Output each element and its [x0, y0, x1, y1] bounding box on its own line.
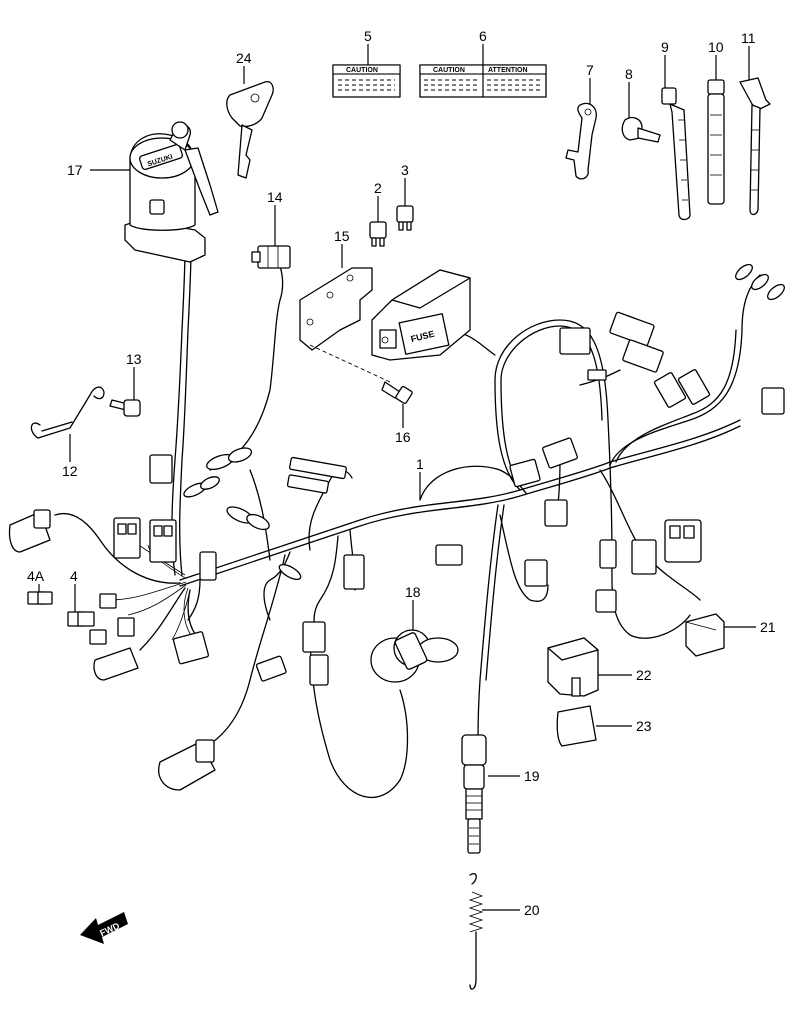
connector-part-4a	[27, 591, 53, 605]
fuse-3	[396, 205, 414, 231]
callout-21: 21	[760, 619, 776, 635]
ignition-switch: SUZUKI	[124, 121, 219, 263]
caution-label-6-caution-text: CAUTION	[433, 67, 465, 74]
callout-16: 16	[395, 429, 411, 445]
callout-4: 4	[70, 568, 78, 584]
relay-21	[685, 613, 725, 657]
callout-numbers: 24 17 5 6 7 8 9 10 11 2 3 14 15 13 12 16…	[27, 28, 776, 918]
callout-24: 24	[236, 50, 252, 66]
bolt-16	[381, 381, 413, 405]
callout-20: 20	[524, 902, 540, 918]
callout-8: 8	[625, 66, 633, 82]
caution-label-6-attention-text: ATTENTION	[488, 67, 528, 74]
cable-tie-9	[661, 87, 691, 221]
connectors-right-harness	[302, 263, 785, 686]
callout-14: 14	[267, 189, 283, 205]
callout-15: 15	[334, 228, 350, 244]
fuse-2	[369, 221, 387, 247]
callout-18: 17	[67, 162, 83, 178]
forward-arrow-icon: FWD	[80, 912, 128, 944]
bolt-13	[109, 399, 141, 417]
callout-17: 18	[405, 584, 421, 600]
callout-23: 23	[636, 718, 652, 734]
callout-11: 11	[741, 30, 756, 46]
callout-7: 7	[586, 62, 594, 78]
connector-14	[251, 245, 291, 269]
terminals-upper-middle	[183, 447, 347, 581]
callout-12: 12	[62, 463, 78, 479]
cable-tie-11	[739, 77, 771, 216]
relay-22	[547, 637, 599, 697]
callout-10: 10	[708, 39, 724, 55]
callout-22: 22	[636, 667, 652, 683]
bracket-23	[556, 705, 597, 747]
sensor-19	[461, 734, 487, 854]
callout-1: 1	[416, 456, 424, 472]
callout-9: 9	[661, 39, 669, 55]
connector-cluster-left	[8, 454, 287, 682]
wire-clip-12	[30, 386, 105, 439]
callout-19: 19	[524, 768, 540, 784]
harness-clamp-8	[621, 117, 661, 143]
ignition-key	[226, 81, 274, 179]
connector-lower-left	[158, 739, 216, 791]
callout-4a: 4A	[27, 568, 45, 584]
harness-clamp-7	[565, 102, 597, 180]
caution-label-5: CAUTION	[332, 64, 401, 98]
fuse-box: FUSE	[371, 269, 471, 361]
callout-2: 2	[374, 180, 382, 196]
caution-label-5-text: CAUTION	[346, 67, 378, 74]
spring-20	[468, 873, 484, 990]
callout-5: 5	[364, 28, 372, 44]
callout-13: 13	[126, 351, 142, 367]
caution-label-6: CAUTION ATTENTION	[419, 64, 547, 98]
leader-lines	[38, 44, 756, 911]
cable-tie-10	[707, 79, 725, 205]
callout-6: 6	[479, 28, 487, 44]
callout-3: 3	[401, 162, 409, 178]
connector-part-4	[67, 593, 135, 645]
socket-17	[370, 629, 459, 683]
fuse-box-bracket	[299, 267, 391, 383]
